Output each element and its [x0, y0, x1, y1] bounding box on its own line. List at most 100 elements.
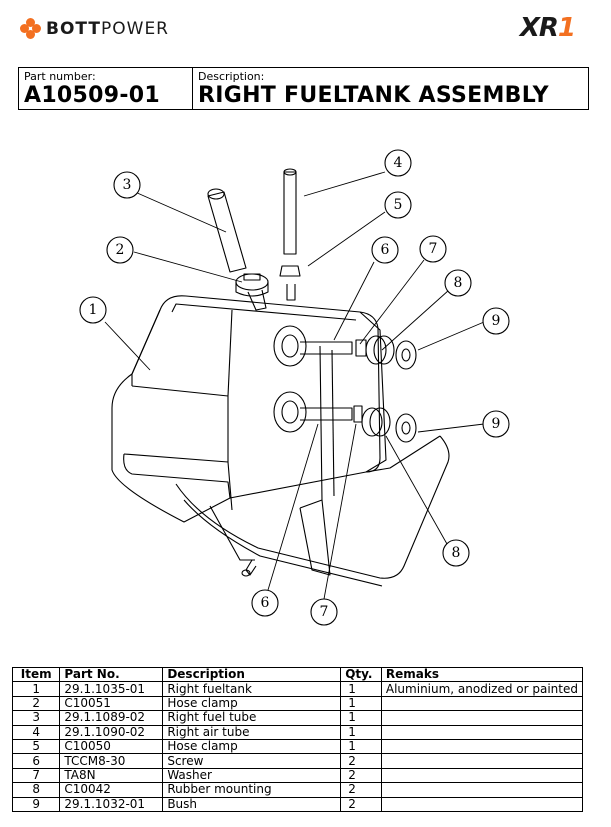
cell-qty: 1 — [340, 724, 382, 740]
fueltank-body — [111, 295, 450, 587]
cell-item: 9 — [11, 796, 61, 812]
brand-name: BOTTPOWER — [46, 19, 169, 39]
cell-item: 6 — [11, 753, 61, 769]
callout-6-upper: 6 — [371, 236, 399, 264]
col-header-remarks: Remaks — [380, 666, 584, 683]
cell-part-no: 29.1.1035-01 — [59, 681, 164, 697]
cell-qty: 2 — [340, 767, 382, 784]
cell-part-no: C10042 — [59, 782, 164, 798]
mounting-bosses — [273, 325, 307, 433]
cell-qty: 2 — [340, 796, 382, 812]
svg-text:9: 9 — [492, 313, 501, 329]
callout-3: 3 — [113, 171, 141, 199]
fastener-stack-lower — [300, 405, 417, 443]
cell-description: Screw — [162, 753, 342, 769]
col-header-item: Item — [11, 666, 61, 683]
cell-remarks — [380, 710, 584, 726]
svg-text:1: 1 — [89, 302, 98, 318]
part-number-cell: Part number: A10509-01 — [19, 68, 193, 109]
title-block: Part number: A10509-01 Description: RIGH… — [18, 67, 589, 110]
svg-text:6: 6 — [381, 242, 390, 258]
cell-remarks: Aluminium, anodized or painted — [380, 681, 584, 697]
bottpower-logo: BOTTPOWER — [20, 18, 169, 40]
cell-qty: 1 — [340, 695, 382, 712]
exploded-assembly-drawing: 1 3 2 4 5 6 7 8 9 9 8 7 6 — [79, 149, 510, 626]
callout-1: 1 — [79, 296, 107, 324]
cell-description: Right fueltank — [162, 681, 342, 697]
description-label: Description: — [198, 70, 265, 83]
part-number-label: Part number: — [24, 70, 96, 83]
cell-remarks — [380, 753, 584, 769]
col-header-qty: Qty. — [340, 666, 382, 683]
cell-description: Right fuel tube — [162, 710, 342, 726]
callout-9-lower: 9 — [482, 410, 510, 438]
cell-remarks — [380, 738, 584, 755]
part-number-value: A10509-01 — [24, 83, 161, 108]
cell-remarks — [380, 782, 584, 798]
air-tube — [279, 168, 301, 301]
svg-text:2: 2 — [116, 242, 125, 258]
cell-description: Bush — [162, 796, 342, 812]
description-value: RIGHT FUELTANK ASSEMBLY — [198, 83, 549, 108]
leader-lines — [104, 171, 485, 600]
cell-qty: 2 — [340, 753, 382, 769]
svg-text:7: 7 — [320, 604, 329, 620]
col-header-description: Description — [162, 666, 342, 683]
xr1-logo: XR1 — [519, 13, 576, 43]
cell-item: 1 — [11, 681, 61, 697]
cell-qty: 2 — [340, 782, 382, 798]
callout-7-lower: 7 — [310, 598, 338, 626]
cell-item: 4 — [11, 724, 61, 740]
col-header-part-no: Part No. — [59, 666, 164, 683]
callout-6-lower: 6 — [251, 589, 279, 617]
svg-text:5: 5 — [394, 197, 403, 213]
svg-text:7: 7 — [429, 241, 438, 257]
cell-item: 5 — [11, 738, 61, 755]
filler-neck — [235, 273, 269, 311]
page-header: BOTTPOWER XR1 — [0, 0, 611, 60]
cell-item: 8 — [11, 782, 61, 798]
cell-part-no: C10050 — [59, 738, 164, 755]
cell-remarks — [380, 724, 584, 740]
svg-text:3: 3 — [123, 177, 132, 193]
cell-qty: 1 — [340, 681, 382, 697]
callout-bubbles: 1 3 2 4 5 6 7 8 9 9 8 7 6 — [79, 149, 510, 626]
cell-description: Rubber mounting — [162, 782, 342, 798]
cell-part-no: 29.1.1090-02 — [59, 724, 164, 740]
cell-qty: 1 — [340, 738, 382, 755]
cell-item: 2 — [11, 695, 61, 712]
table-header-row: Item Part No. Description Qty. Remaks — [11, 666, 584, 683]
svg-text:8: 8 — [454, 275, 463, 291]
cell-description: Washer — [162, 767, 342, 784]
callout-9-upper: 9 — [482, 307, 510, 335]
cell-part-no: 29.1.1089-02 — [59, 710, 164, 726]
callout-4: 4 — [384, 149, 412, 177]
callout-7-upper: 7 — [419, 235, 447, 263]
cell-part-no: TCCM8-30 — [59, 753, 164, 769]
cell-remarks — [380, 796, 584, 812]
cell-description: Right air tube — [162, 724, 342, 740]
cell-remarks — [380, 695, 584, 712]
cell-part-no: TA8N — [59, 767, 164, 784]
cell-description: Hose clamp — [162, 738, 342, 755]
callout-5: 5 — [384, 191, 412, 219]
callout-2: 2 — [106, 236, 134, 264]
fastener-stack-upper — [300, 335, 417, 370]
cell-part-no: 29.1.1032-01 — [59, 796, 164, 812]
cell-item: 3 — [11, 710, 61, 726]
brand-hex-icon — [20, 18, 42, 40]
svg-text:6: 6 — [261, 595, 270, 611]
cell-item: 7 — [11, 767, 61, 784]
cell-description: Hose clamp — [162, 695, 342, 712]
callout-8-lower: 8 — [442, 539, 470, 567]
callout-8-upper: 8 — [444, 269, 472, 297]
cell-remarks — [380, 767, 584, 784]
